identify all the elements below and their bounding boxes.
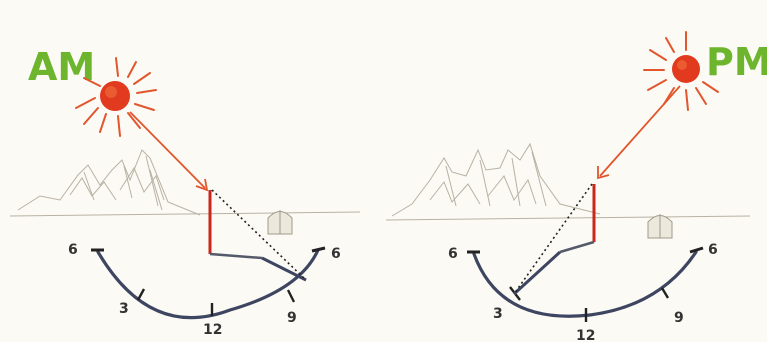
- am-hour-6-left: 6: [68, 242, 78, 258]
- pm-gnomon-base: [560, 242, 594, 252]
- am-panel: AM: [10, 45, 360, 338]
- pm-dial-endcap-right: [690, 248, 703, 252]
- pm-mountains-sketch: [386, 144, 750, 220]
- pm-hour-3: 3: [493, 306, 503, 322]
- pm-sight-line: [514, 184, 592, 294]
- pm-light-ray: [598, 86, 680, 178]
- pm-hour-6-right: 6: [708, 242, 718, 258]
- am-gnomon-base: [210, 254, 262, 258]
- am-hour-9: 9: [287, 310, 297, 326]
- pm-dial-ticks: [510, 287, 668, 322]
- pm-hour-6-left: 6: [448, 246, 458, 262]
- pm-hut-sketch: [648, 214, 672, 238]
- am-hour-6-right: 6: [331, 246, 341, 262]
- pm-shadow-line: [514, 252, 560, 294]
- am-hour-12: 12: [203, 322, 222, 338]
- am-sight-line: [212, 190, 306, 280]
- pm-dial-arc: [474, 252, 696, 316]
- pm-hour-12: 12: [576, 328, 595, 342]
- pm-label: PM: [706, 40, 767, 84]
- pm-panel: PM: [386, 32, 767, 342]
- am-mountains-sketch: [10, 150, 360, 216]
- am-hour-3: 3: [119, 301, 129, 317]
- am-dial-endcap-right: [312, 248, 325, 251]
- am-label: AM: [28, 45, 95, 89]
- am-hut-sketch: [268, 210, 292, 234]
- pm-hour-9: 9: [674, 310, 684, 326]
- am-shadow-line: [262, 258, 306, 280]
